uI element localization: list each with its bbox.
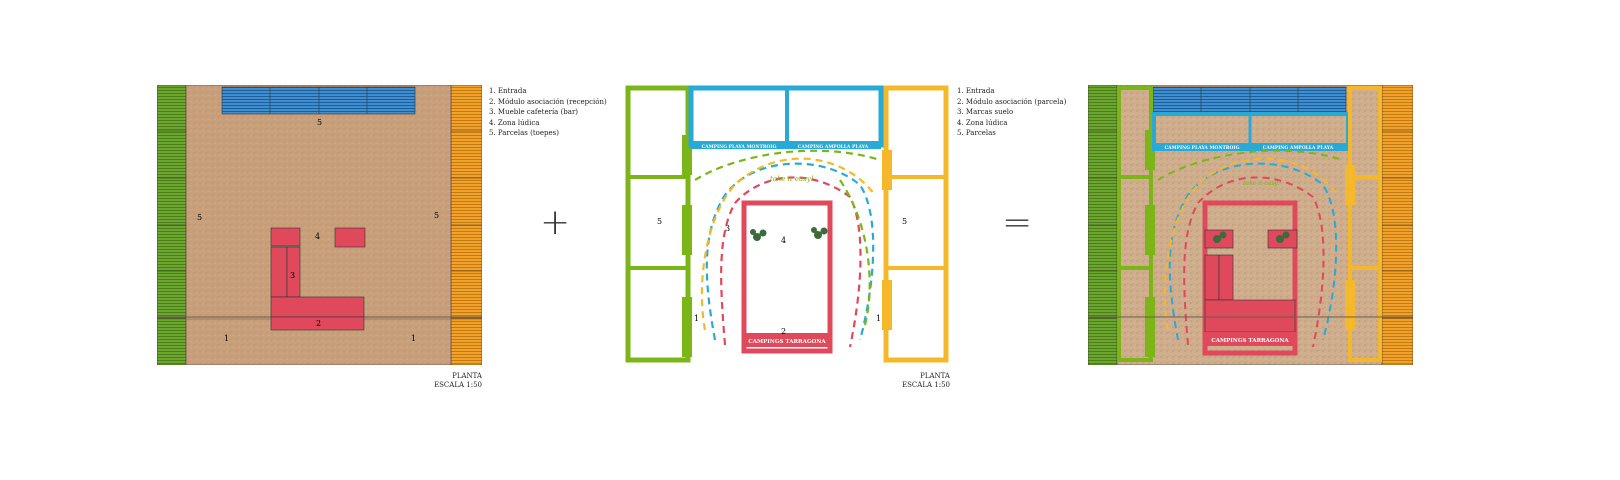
green-label-strip-1 — [682, 135, 692, 175]
play-table-right — [334, 227, 366, 248]
floor-marks — [694, 149, 881, 348]
label-5-top: 5 — [317, 118, 322, 127]
green-zone-frame — [625, 85, 691, 363]
legend-item: 3. Mueble cafetería (bar) — [489, 108, 579, 116]
label-1-left: 1 — [694, 314, 699, 323]
label-5-left: 5 — [197, 213, 202, 222]
blue-label-strip — [1154, 143, 1348, 150]
yellow-label-strip-2 — [1345, 280, 1355, 330]
label-5-left: 5 — [657, 217, 662, 226]
yellow-label-strip-1 — [882, 150, 892, 190]
plan-left-drawing: 5 5 5 4 3 2 1 1 — [156, 84, 483, 366]
legend-item: 2. Módulo asociación (parcela) — [957, 97, 1067, 106]
booth-label-top-left: CAMPING PLAYA MONTROIG — [1165, 145, 1240, 151]
equals-symbol: = — [1002, 202, 1033, 243]
legend-item: 5. Parcelas — [957, 129, 996, 137]
red-label-strip — [1205, 332, 1295, 346]
legend-item: 2. Módulo asociación (recepción) — [489, 97, 607, 106]
legend-item: 5. Parcelas (toepes) — [489, 129, 559, 137]
caption-title: PLANTA — [920, 372, 950, 380]
booth-label-top-right: CAMPING AMPOLLA PLAYA — [1263, 145, 1334, 151]
booth-label-bottom: CAMPINGS TARRAGONA — [1211, 338, 1289, 344]
slogan-text: take it easy! — [770, 175, 814, 183]
yellow-zone-frame — [883, 85, 949, 363]
bar-counter-a — [1204, 254, 1220, 301]
legend-item: 3. Marcas suelo — [957, 108, 1014, 116]
label-1-right: 1 — [876, 314, 881, 323]
reception-module — [1204, 299, 1296, 333]
play-table-left — [270, 227, 301, 247]
legend-item: 1. Entrada — [957, 87, 995, 95]
plan-middle: take it easy! CAMPING PLAYA MONTROIG CAM… — [625, 85, 950, 365]
plant-icon — [1213, 231, 1290, 243]
label-4: 4 — [781, 236, 786, 245]
booth-label-top-left: CAMPING PLAYA MONTROIG — [702, 144, 777, 150]
caption-title: PLANTA — [452, 372, 482, 380]
red-label-strip — [744, 333, 830, 347]
yellow-label-strip-2 — [882, 280, 892, 330]
reception-module-front — [270, 316, 365, 331]
label-2: 2 — [316, 319, 321, 328]
red-zone-frame — [741, 200, 833, 354]
plan-left: 5 5 5 4 3 2 1 1 — [156, 84, 483, 366]
caption-scale: ESCALA 1:50 — [902, 381, 950, 389]
green-label-strip-2 — [682, 205, 692, 255]
plant-icon — [750, 227, 828, 241]
label-4: 4 — [315, 232, 320, 241]
blue-label-strip — [691, 141, 881, 149]
legend-item: 1. Entrada — [489, 87, 527, 95]
legend-left: 1. Entrada 2. Módulo asociación (recepci… — [489, 86, 607, 139]
plan-right-drawing: CAMPING PLAYA MONTROIG CAMPING AMPOLLA P… — [1087, 84, 1414, 366]
green-label-strip-2 — [1145, 205, 1155, 255]
green-label-strip-3 — [1145, 297, 1155, 357]
plus-symbol: + — [540, 202, 571, 243]
caption-middle: PLANTA ESCALA 1:50 — [898, 372, 950, 390]
label-1-right: 1 — [411, 334, 416, 343]
yellow-zone-frame — [1348, 86, 1382, 362]
bar-counter-b — [1218, 254, 1234, 301]
legend-item: 4. Zona lúdica — [489, 118, 540, 127]
label-5-right: 5 — [434, 211, 439, 220]
green-label-strip-3 — [682, 297, 692, 357]
blue-plank-strip — [221, 86, 416, 115]
reception-module — [270, 296, 365, 318]
label-2: 2 — [781, 327, 786, 336]
label-1-left: 1 — [224, 334, 229, 343]
floor-marks — [1157, 149, 1344, 348]
blue-plank-strip — [1152, 86, 1347, 115]
legend-middle: 1. Entrada 2. Módulo asociación (parcela… — [957, 86, 1066, 139]
plan-right: CAMPING PLAYA MONTROIG CAMPING AMPOLLA P… — [1087, 84, 1414, 366]
yellow-label-strip-1 — [1345, 165, 1355, 205]
slogan-text: take it easy! — [1243, 180, 1281, 187]
plan-middle-drawing: take it easy! CAMPING PLAYA MONTROIG CAM… — [625, 85, 949, 363]
green-label-strip-1 — [1145, 130, 1155, 170]
label-3: 3 — [725, 224, 730, 233]
label-3: 3 — [290, 271, 295, 280]
label-5-right: 5 — [902, 217, 907, 226]
booth-label-top-right: CAMPING AMPOLLA PLAYA — [798, 144, 869, 150]
caption-scale: ESCALA 1:50 — [434, 381, 482, 389]
booth-label-bottom: CAMPINGS TARRAGONA — [748, 339, 826, 345]
caption-left: PLANTA ESCALA 1:50 — [430, 372, 482, 390]
bar-counter-a — [270, 246, 288, 298]
legend-item: 4. Zona lúdica — [957, 118, 1008, 127]
